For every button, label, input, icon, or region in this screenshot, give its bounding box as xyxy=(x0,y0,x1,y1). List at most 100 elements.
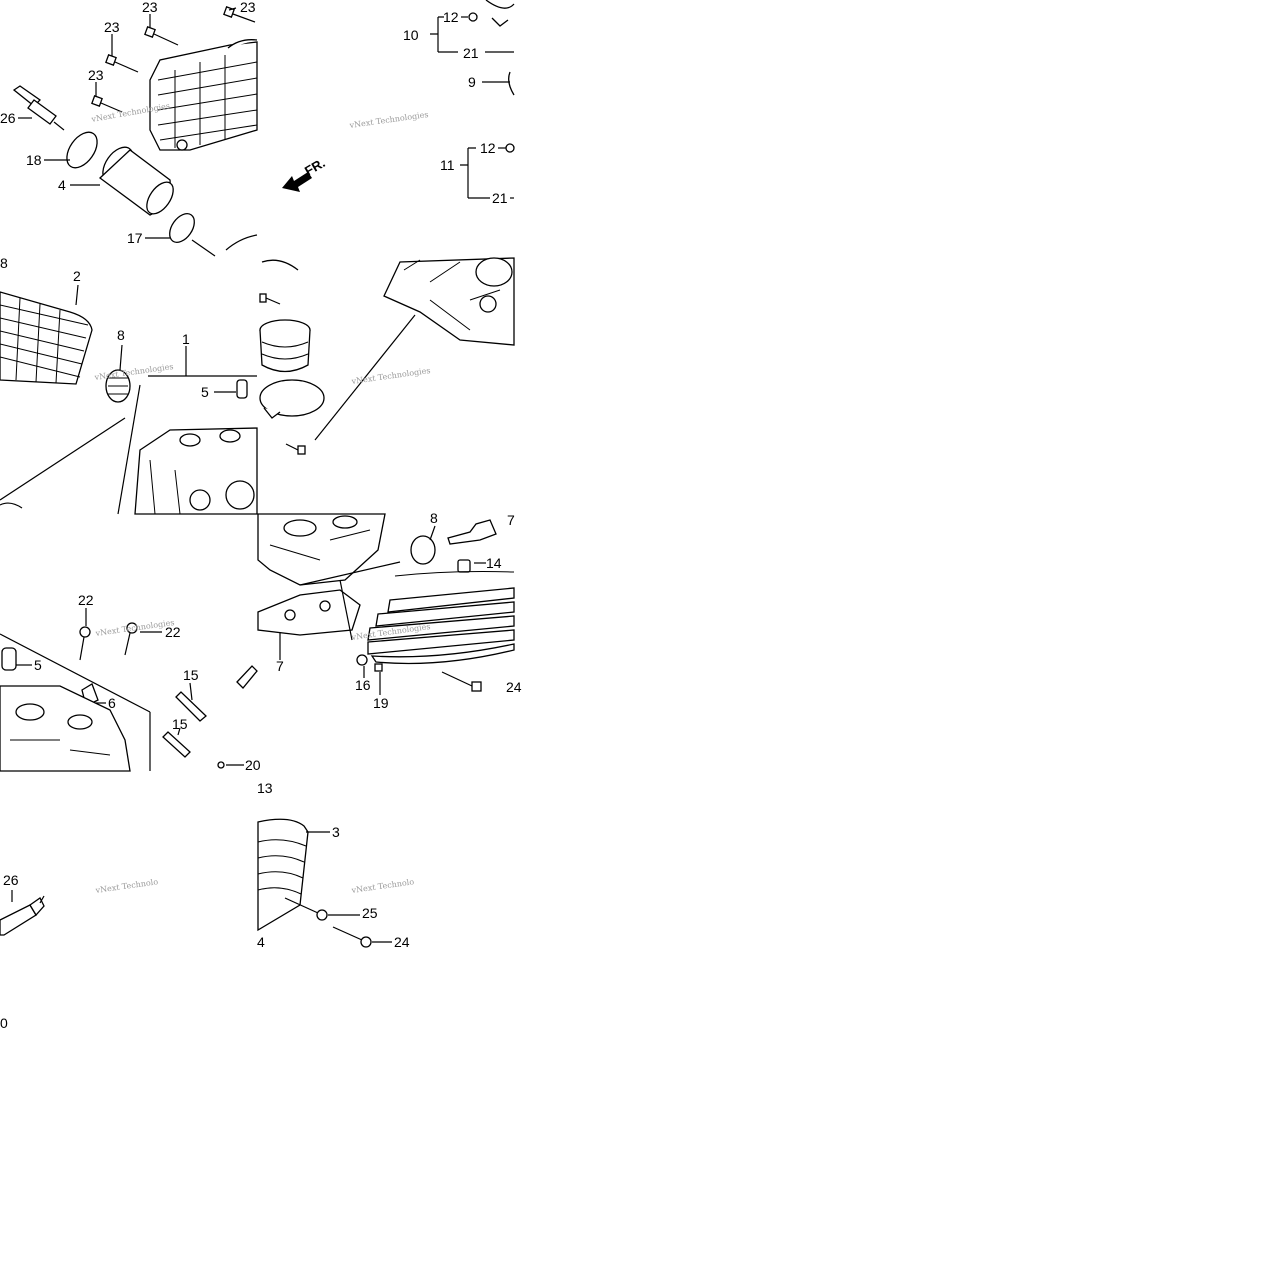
tile-bottom-left: vNext Technolo 26 0 xyxy=(0,872,159,1031)
callout-16: 16 xyxy=(355,677,371,693)
callout-21: 21 xyxy=(492,190,508,206)
callout-19: 19 xyxy=(373,695,389,711)
cylinder-head-1-part xyxy=(134,427,258,515)
bolt-23-a xyxy=(144,26,179,46)
callout-14: 14 xyxy=(486,555,502,571)
insulator-part xyxy=(259,319,311,373)
callout-9: 9 xyxy=(468,74,476,90)
screw-21-part xyxy=(491,17,509,27)
spark-plug-part xyxy=(0,895,45,936)
nut-16-part xyxy=(356,654,368,666)
callout-26: 26 xyxy=(0,110,16,126)
dowel-5-part xyxy=(1,647,17,671)
callout-24: 24 xyxy=(506,679,522,695)
cylinder-fins-part xyxy=(367,571,515,665)
stud-15-b xyxy=(162,731,191,758)
watermark-text: vNext Technologies xyxy=(350,366,431,386)
callout-5: 5 xyxy=(34,657,42,673)
callout-23: 23 xyxy=(142,0,158,15)
band-clamp-part xyxy=(259,379,325,419)
callout-25: 25 xyxy=(362,905,378,921)
callout-1: 1 xyxy=(182,331,190,347)
head-cover-part xyxy=(149,39,258,151)
watermark-text: vNext Technolo xyxy=(350,877,415,895)
cylinder-head-body-part xyxy=(257,513,386,586)
callout-22: 22 xyxy=(165,624,181,640)
o-ring-17-part xyxy=(169,213,195,243)
cylinder-head-part xyxy=(0,685,131,772)
gasket-7-part xyxy=(257,589,361,636)
callout-11: 11 xyxy=(440,157,455,173)
watermark-text: vNext Technologies xyxy=(348,110,429,130)
bracket-part xyxy=(447,519,497,545)
bolt-19-part xyxy=(374,663,383,672)
clamp-part xyxy=(485,0,515,9)
bolt-part xyxy=(259,293,281,305)
callout-7: 7 xyxy=(507,512,515,528)
spring-part xyxy=(236,665,258,689)
callout-0: 0 xyxy=(0,1015,8,1031)
callout-12: 12 xyxy=(480,140,496,156)
bolt-23-d xyxy=(91,95,123,113)
callout-23: 23 xyxy=(88,67,104,83)
bolt-14-part xyxy=(457,559,471,573)
tile-top-right: FR. vNext Technologies 12 10 21 9 12 11 … xyxy=(282,0,515,206)
callout-22: 22 xyxy=(78,592,94,608)
clamp-9-part xyxy=(508,71,515,96)
dowel-5-part xyxy=(236,379,248,399)
tile-middle-left: vNext Technologies 8 2 8 1 5 xyxy=(0,255,258,515)
cap-8-part xyxy=(410,535,436,565)
callout-7: 7 xyxy=(276,658,284,674)
callout-23: 23 xyxy=(240,0,256,15)
callout-12: 12 xyxy=(443,9,459,25)
bolt-part xyxy=(285,443,306,455)
callout-4: 4 xyxy=(257,934,265,950)
tile-middle-right: vNext Technologies xyxy=(259,257,515,455)
bolt-25-part xyxy=(284,897,328,921)
nut-12-part xyxy=(505,143,515,153)
callout-24: 24 xyxy=(394,934,410,950)
bolt-24-part xyxy=(441,671,482,692)
cylinder-3-part xyxy=(257,818,309,932)
bolt-24-part xyxy=(332,926,372,948)
watermark-text: vNext Technologies xyxy=(94,618,175,638)
watermark-text: vNext Technologies xyxy=(93,362,174,382)
spark-plug-part xyxy=(12,85,65,131)
clamp-part xyxy=(261,259,299,271)
head-cover-2-part xyxy=(0,291,93,385)
callout-6: 6 xyxy=(108,695,116,711)
bolt-22-a xyxy=(79,626,91,661)
tile-bottom-right: vNext Technolo 13 3 25 24 4 xyxy=(257,780,415,950)
callout-8: 8 xyxy=(117,327,125,343)
nut-12-part xyxy=(468,12,478,22)
callout-23: 23 xyxy=(104,19,120,35)
watermark-text: vNext Technolo xyxy=(94,877,159,895)
bolt-22-b xyxy=(124,622,138,656)
callout-4: 4 xyxy=(58,177,66,193)
cylinder-head-top-part xyxy=(383,257,515,346)
callout-15: 15 xyxy=(183,667,199,683)
tile-top-left: vNext Technologies 23 23 23 23 26 18 4 1… xyxy=(0,0,258,257)
tile-lower-right: vNext Technologies 8 14 7 7 16 19 24 xyxy=(257,510,522,711)
callout-20: 20 xyxy=(245,757,261,773)
callout-5: 5 xyxy=(201,384,209,400)
callout-3: 3 xyxy=(332,824,340,840)
callout-26: 26 xyxy=(3,872,19,888)
intake-pipe-part xyxy=(98,146,174,216)
callout-2: 2 xyxy=(73,268,81,284)
callout-15: 15 xyxy=(172,716,188,732)
callout-21: 21 xyxy=(463,45,479,61)
o-ring-18-part xyxy=(66,131,98,169)
callout-10: 10 xyxy=(403,27,419,43)
callout-8: 8 xyxy=(430,510,438,526)
bolt-23-c xyxy=(105,54,139,73)
washer-20-part xyxy=(217,761,225,769)
callout-8: 8 xyxy=(0,255,8,271)
callout-17: 17 xyxy=(127,230,143,246)
front-direction-arrow-icon xyxy=(282,172,312,192)
callout-18: 18 xyxy=(26,152,42,168)
tile-lower-left: vNext Technologies 22 22 5 6 15 15 20 xyxy=(0,592,261,773)
callout-13: 13 xyxy=(257,780,273,796)
stud-15-a xyxy=(175,691,207,722)
